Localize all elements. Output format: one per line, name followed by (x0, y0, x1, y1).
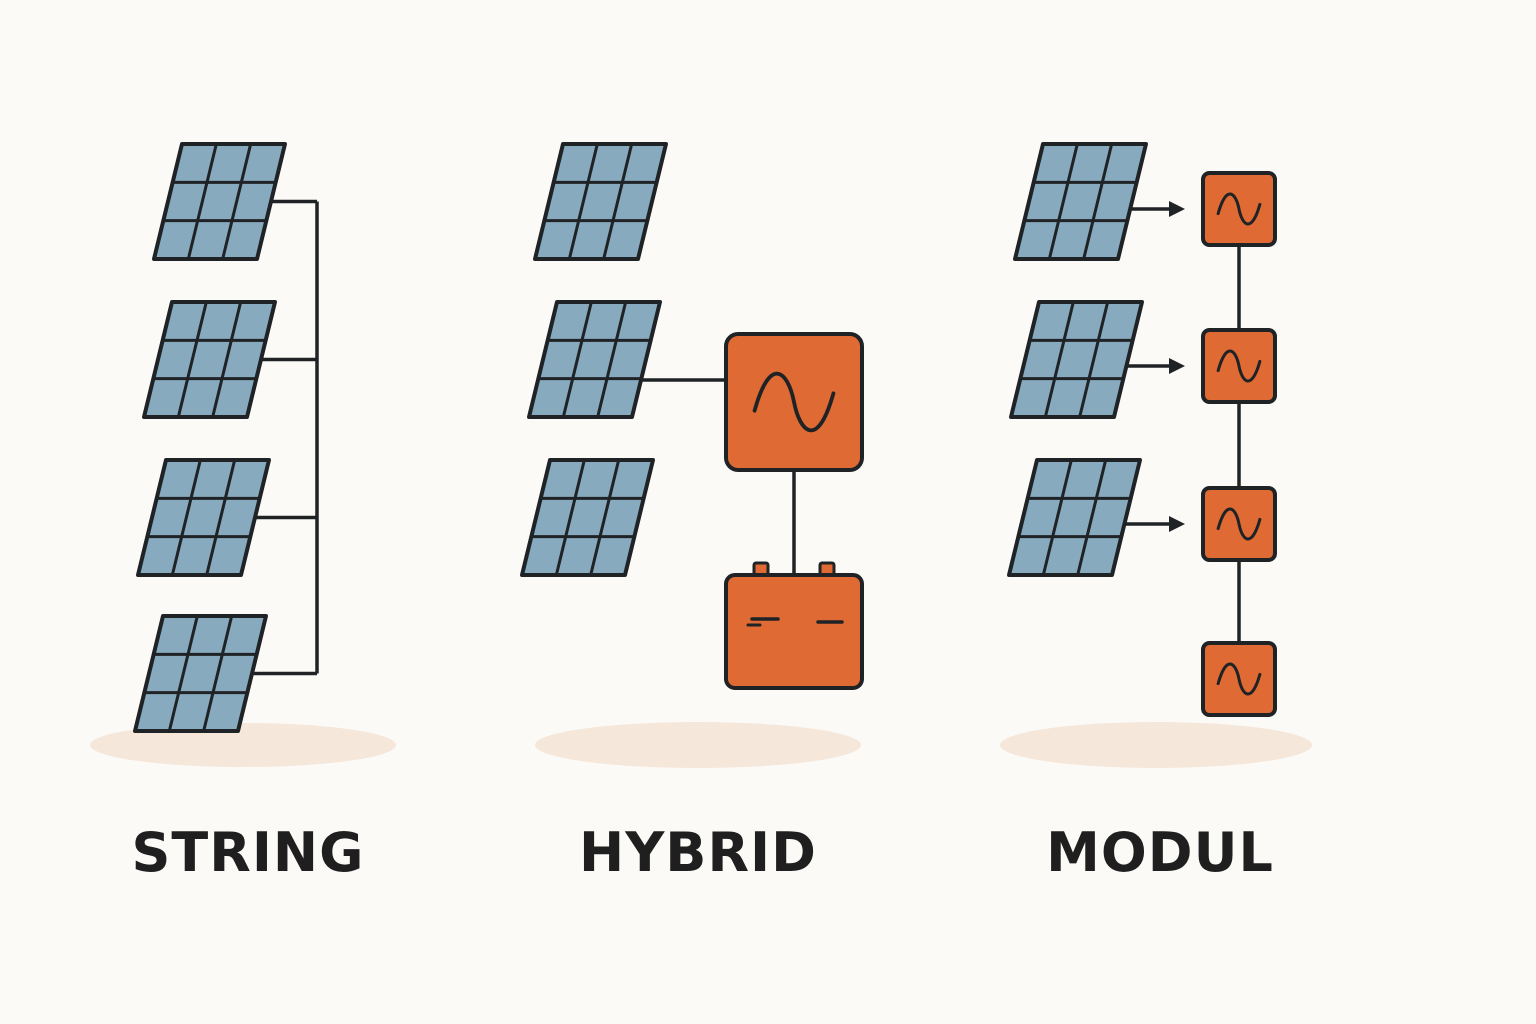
modul-ground-shadow (1000, 722, 1312, 768)
modul-arrow-icon-3 (1122, 516, 1185, 532)
modul-microinverter-ac-sine-wave-icon-4 (1201, 641, 1277, 717)
string-solar-panel-3 (136, 458, 271, 577)
hybrid-label: HYBRID (579, 821, 817, 884)
modul-microinverter-ac-sine-wave-icon-1 (1201, 171, 1277, 247)
string-ground-shadow (90, 723, 396, 767)
modul-solar-panel-2 (1009, 300, 1144, 419)
hybrid-ground-shadow (535, 722, 861, 768)
modul-solar-panel-1 (1013, 142, 1148, 261)
string-solar-panel-2 (142, 300, 277, 419)
modul-arrow-icon-2 (1124, 358, 1185, 374)
hybrid-solar-panel-3 (520, 458, 655, 577)
hybrid-solar-panel-1 (533, 142, 668, 261)
string-solar-panel-4 (133, 614, 268, 733)
hybrid-inverter-ac-sine-wave-icon (724, 332, 864, 472)
modul-label: MODUL (1046, 821, 1274, 884)
modul-arrow-icon-1 (1128, 201, 1185, 217)
modul-microinverter-ac-sine-wave-icon-3 (1201, 486, 1277, 562)
hybrid-battery-icon (724, 561, 864, 690)
string-solar-panel-1 (152, 142, 287, 261)
modul-solar-panel-3 (1007, 458, 1142, 577)
string-label: STRING (131, 821, 365, 884)
modul-microinverter-ac-sine-wave-icon-2 (1201, 328, 1277, 404)
hybrid-solar-panel-2 (527, 300, 662, 419)
